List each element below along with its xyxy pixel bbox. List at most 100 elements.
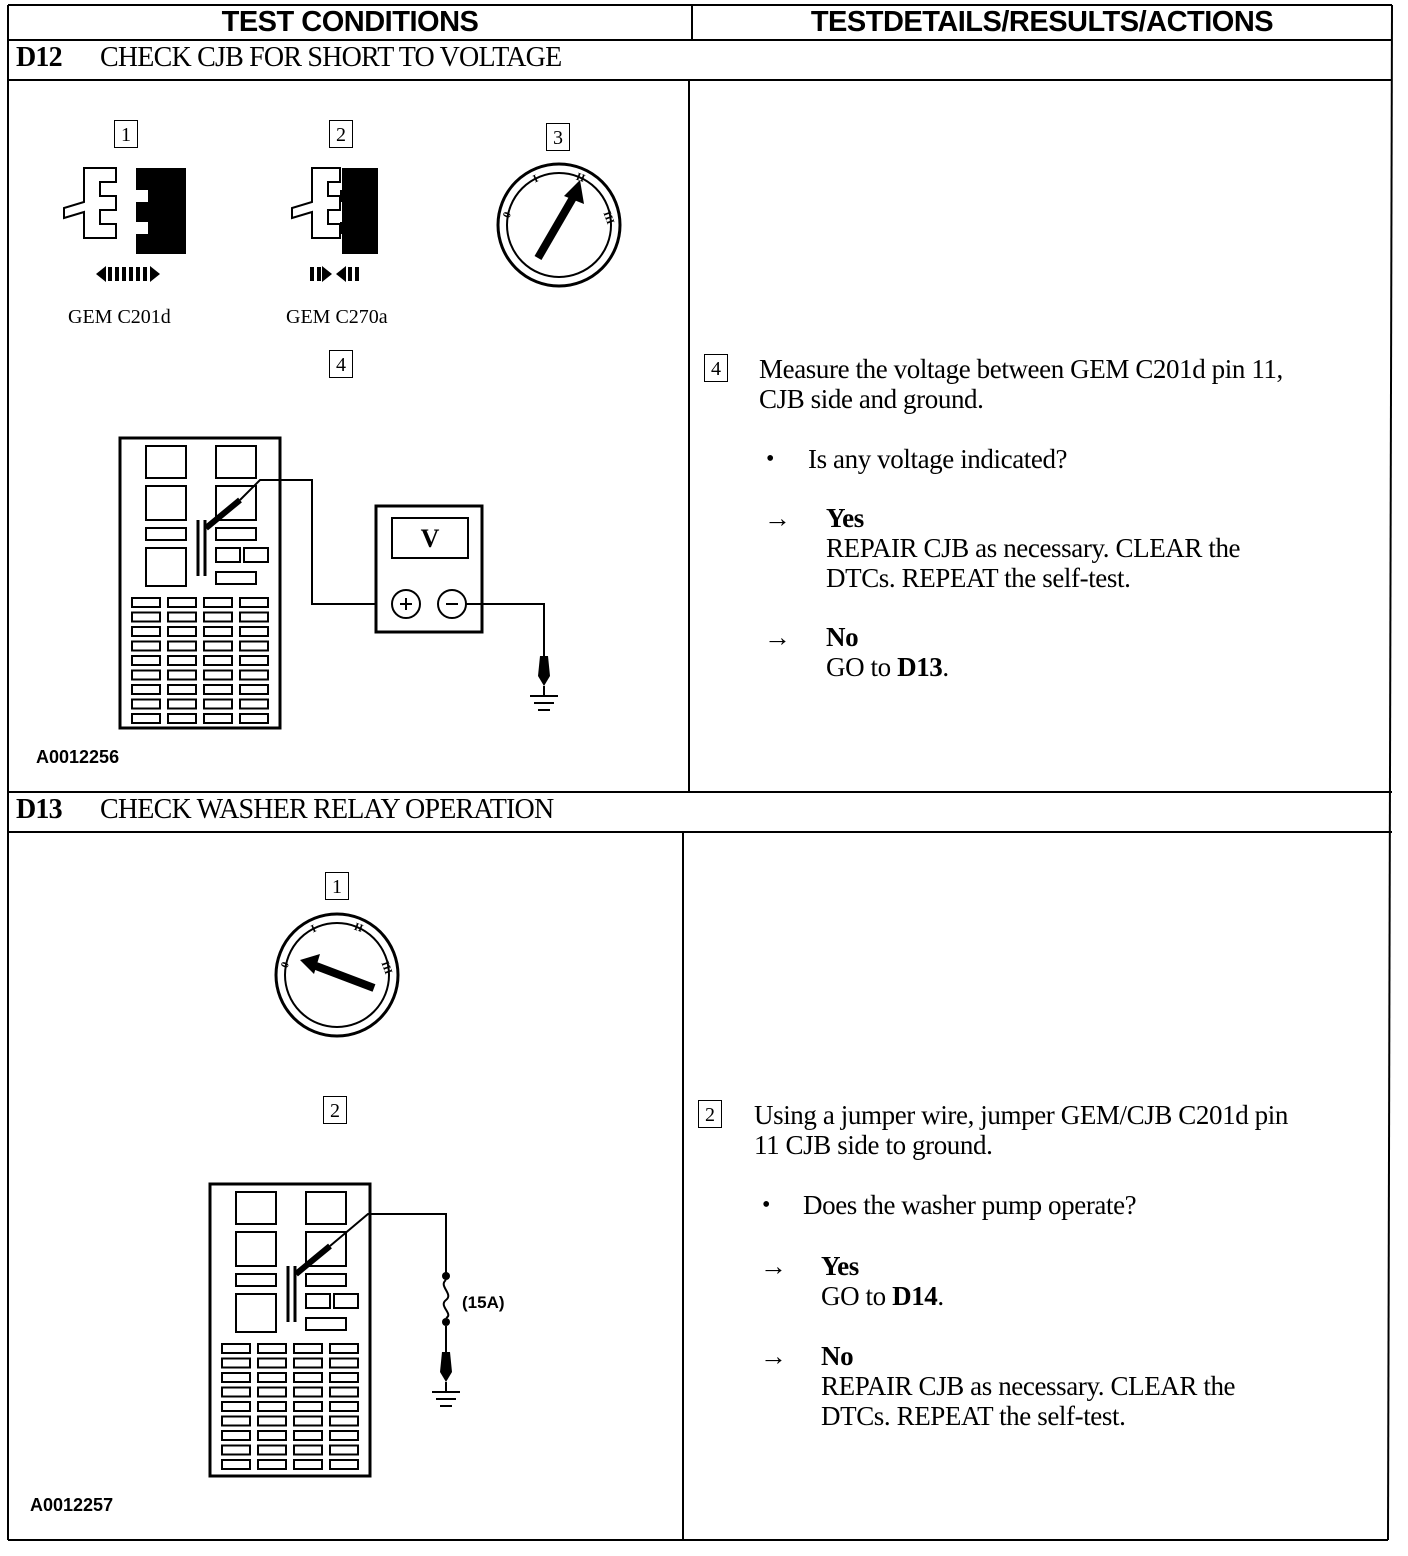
fuse-slot: [131, 611, 161, 623]
fuse-slot: [167, 626, 197, 637]
fuse-slot: [167, 655, 197, 666]
d12-no-action-post: .: [942, 652, 949, 682]
fuse-slot: [203, 597, 233, 608]
d12-yes-action-line-2: DTCs. REPEAT the self-test.: [826, 563, 1131, 593]
d13-label-1: 1: [325, 872, 349, 900]
fuse-slot: [257, 1386, 287, 1398]
connector-1-label: GEM C201d: [68, 306, 171, 328]
connector-disconnect-icon: [63, 167, 186, 282]
d13-no-action-line-2: DTCs. REPEAT the self-test.: [821, 1401, 1126, 1431]
fuse-slot: [203, 640, 233, 652]
fuse-slot: [329, 1343, 359, 1354]
svg-text:0: 0: [279, 960, 292, 970]
fuse-slot: [203, 713, 233, 724]
svg-text:0: 0: [501, 210, 514, 220]
fuse-slot: [293, 1357, 323, 1369]
d13-yes-label: Yes: [821, 1251, 859, 1281]
fuse-slot: [167, 597, 197, 608]
d13-jumper-test-diagram: (15A): [208, 1182, 505, 1478]
fuse-slot: [293, 1415, 323, 1427]
fuse-slot: [131, 669, 161, 681]
fuse-slot: [203, 626, 233, 637]
fuse-rating-label: (15A): [462, 1293, 505, 1312]
fuse-slot: [329, 1386, 359, 1398]
d12-no-label: No: [826, 622, 859, 652]
fuse-slot: [257, 1401, 287, 1412]
d12-no-arrow: →: [764, 622, 791, 652]
fuse-slot: [203, 611, 233, 623]
d13-label-2: 2: [323, 1096, 347, 1124]
fuse-slot: [329, 1430, 359, 1441]
header-test-conditions: TEST CONDITIONS: [221, 6, 479, 38]
d13-no-arrow: →: [760, 1341, 787, 1371]
d12-label-4: 4: [329, 350, 353, 378]
fuse-slot: [167, 684, 197, 695]
fuse-slot: [221, 1430, 251, 1441]
fuse-slot: [221, 1415, 251, 1427]
fuse-slot: [131, 626, 161, 637]
fuse-slot: [239, 713, 269, 724]
d13-yes-action-pre: GO to: [821, 1281, 893, 1311]
fuse-slot: [203, 669, 233, 681]
d12-label-3: 3: [546, 123, 570, 151]
fuse-slot: [221, 1401, 251, 1412]
d13-instruction-line-1: Using a jumper wire, jumper GEM/CJB C201…: [754, 1100, 1288, 1130]
fuse-slot: [203, 684, 233, 695]
meter-v-label: V: [421, 524, 440, 553]
ignition-switch-on-icon: 0 I II III: [496, 162, 622, 288]
d12-no-action: GO to D13.: [826, 652, 949, 682]
d12-no-action-target[interactable]: D13: [897, 652, 943, 682]
fuse-slot: [221, 1444, 251, 1456]
d13-no-label: No: [821, 1341, 854, 1371]
d12-yes-label: Yes: [826, 503, 864, 533]
fuse-slot: [131, 698, 161, 710]
fuse-slot: [257, 1415, 287, 1427]
fuse-slot: [329, 1357, 359, 1369]
fuse-slot: [221, 1386, 251, 1398]
d13-yes-action: GO to D14.: [821, 1281, 944, 1311]
d12-instruction-line-1: Measure the voltage between GEM C201d pi…: [759, 354, 1283, 384]
fuse-slot: [329, 1372, 359, 1383]
d12-no-action-pre: GO to: [826, 652, 898, 682]
d13-yes-arrow: →: [760, 1251, 787, 1281]
d12-voltmeter-test-diagram: V: [118, 436, 558, 730]
fuse-slot: [167, 698, 197, 710]
d13-question: Does the washer pump operate?: [803, 1190, 1137, 1220]
svg-text:II: II: [574, 171, 586, 185]
svg-text:III: III: [601, 210, 617, 226]
d12-instruction-line-2: CJB side and ground.: [759, 384, 984, 414]
fuse-slot: [167, 611, 197, 623]
header-test-details: TESTDETAILS/RESULTS/ACTIONS: [810, 6, 1274, 38]
fuse-slot: [293, 1401, 323, 1412]
fuse-slot: [221, 1372, 251, 1383]
fuse-slot: [131, 640, 161, 652]
fuse-slot: [239, 655, 269, 666]
fuse-slot: [293, 1459, 323, 1470]
d12-step-number: 4: [704, 354, 728, 382]
fuse-slot: [257, 1459, 287, 1470]
connector-2-label: GEM C270a: [286, 306, 388, 328]
fuse-slot: [239, 640, 269, 652]
svg-text:I: I: [309, 923, 318, 936]
fuse-slot: [329, 1401, 359, 1412]
fuse-slot: [239, 597, 269, 608]
d13-figure-id: A0012257: [30, 1495, 114, 1515]
fuse-slot: [167, 713, 197, 724]
d13-yes-action-target[interactable]: D14: [892, 1281, 938, 1311]
fuse-slot: [131, 684, 161, 695]
fuse-slot: [131, 597, 161, 608]
fuse-slot: [257, 1430, 287, 1441]
fuse-slot: [257, 1343, 287, 1354]
svg-text:I: I: [531, 173, 540, 186]
fuse-slot: [239, 626, 269, 637]
connector-connect-icon: [291, 167, 378, 282]
fuse-slot: [131, 655, 161, 666]
fuse-slot: [293, 1343, 323, 1354]
ignition-switch-off-icon: 0 I II III: [274, 912, 400, 1038]
fuse-slot: [167, 640, 197, 652]
d12-bullet: •: [766, 446, 775, 472]
fuse-slot: [293, 1430, 323, 1441]
fuse-slot: [293, 1372, 323, 1383]
